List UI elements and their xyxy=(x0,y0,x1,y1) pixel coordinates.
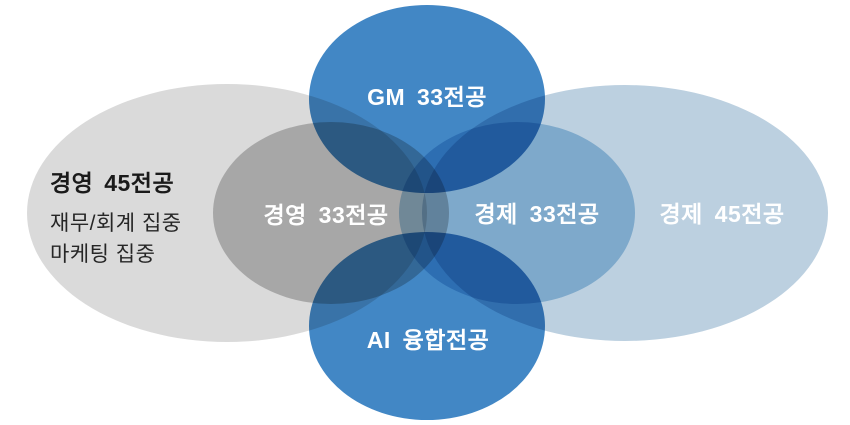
management-33-label: 경영 33전공 xyxy=(263,202,389,228)
management-45-focus-marketing: 마케팅 집중 xyxy=(50,243,156,266)
gm-33-circle xyxy=(309,5,545,193)
economics-45-label: 경제 45전공 xyxy=(659,201,785,227)
ai-convergence-circle xyxy=(309,232,545,420)
gm-33-label: GM 33전공 xyxy=(367,84,487,110)
management-45-focus-finance: 재무/회계 집중 xyxy=(50,212,182,235)
management-45-title: 경영 45전공 xyxy=(50,170,175,196)
economics-33-label: 경제 33전공 xyxy=(474,201,600,227)
management-45-label-block: 경영 45전공 재무/회계 집중 마케팅 집중 xyxy=(50,171,182,270)
ai-convergence-label: AI 융합전공 xyxy=(366,327,490,353)
